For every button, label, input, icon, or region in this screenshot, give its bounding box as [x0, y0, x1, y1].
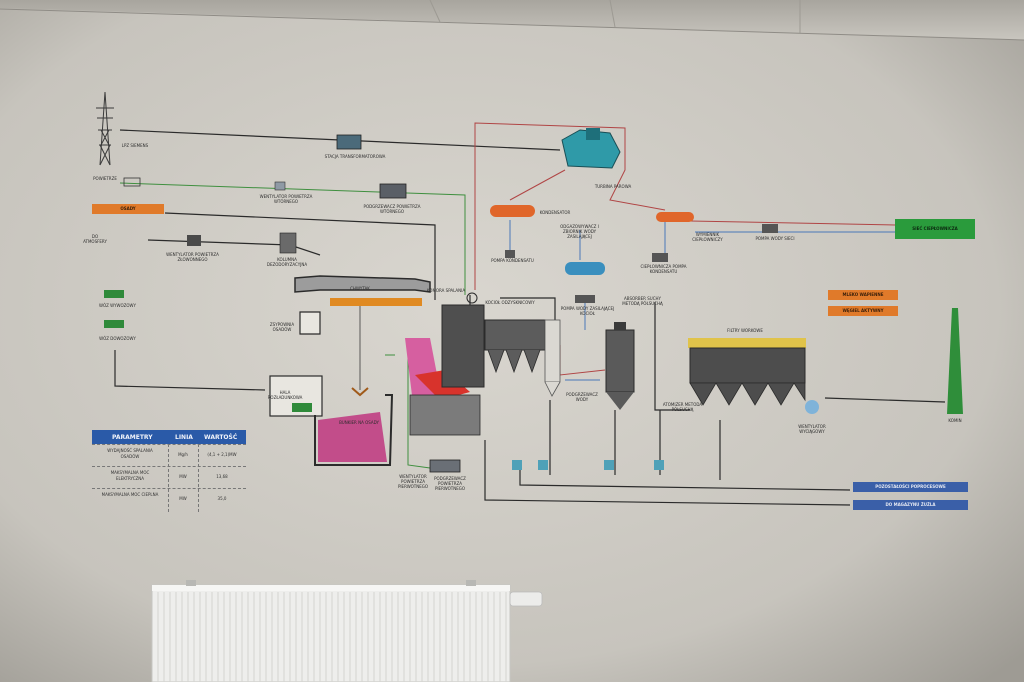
absorber-label: ABSORBER SUCHY METODĄ PÓŁSUCHĄ — [622, 296, 663, 306]
condensate-label: KONDENSATOR — [539, 210, 571, 215]
pump-icon — [762, 224, 778, 233]
absorber-icon — [605, 322, 635, 410]
ceiling-edge — [0, 8, 1024, 41]
exhaust-fan-icon — [805, 400, 819, 414]
bag-filter-icon — [688, 338, 806, 406]
param-unit: MW — [179, 496, 187, 501]
odor-fan-label: WENTYLATOR POWIETRZA ZŁOWONNEGO — [166, 252, 219, 262]
pump-icon — [652, 253, 668, 262]
atomizer-label: ATOMIZER METODA PÓŁSUCHĄ — [662, 402, 703, 412]
param-unit: MW — [179, 474, 187, 479]
heater-icon — [379, 183, 407, 199]
district-pump-label: CIEPŁOWNICZA POMPA KONDENSATU — [640, 264, 687, 274]
economizer-label: PODGRZEWACZ WODY — [566, 392, 598, 402]
param-name: MAKSYMALNA MOC ELEKTRYCZNA — [110, 470, 150, 481]
table-row: WYDAJNOŚĆ SPALANIA OSADÓW Mg/h (4,1 + 2,… — [92, 444, 246, 467]
air-intake-icon — [123, 177, 141, 187]
atmosphere-label: DO ATMOSFERY — [83, 234, 107, 244]
radiator — [151, 580, 543, 682]
green-air-lines — [119, 182, 466, 469]
feed-pump-label: POMPA WODY ZASILAJĄCEJ KOCIOŁ — [560, 306, 615, 316]
param-name: WYDAJNOŚĆ SPALANIA OSADÓW — [107, 448, 153, 459]
exhaust-fan-label: WENTYLATOR WYCIĄGOWY — [798, 424, 826, 434]
bag-filter-label: FILTRY WORKOWE — [727, 328, 763, 333]
condensate-pump-label: POMPA KONDENSATU — [491, 258, 534, 263]
ceiling-tile-joint — [429, 0, 441, 23]
transformer-icon — [336, 134, 362, 150]
ceiling-tile-joint — [609, 0, 616, 28]
furnace — [405, 292, 561, 436]
turbine-icon — [561, 128, 621, 169]
parameters-table: PARAMETRY LINIA WARTOŚĆ WYDAJNOŚĆ SPALAN… — [92, 430, 246, 512]
fan-icon — [274, 181, 286, 191]
table-row: MAKSYMALNA MOC CIEPLNA MW 35,0 — [92, 488, 246, 511]
table-row: MAKSYMALNA MOC ELEKTRYCZNA MW 13,68 — [92, 466, 246, 489]
grid-label: LPZ SIEMENS — [121, 143, 149, 148]
ash-tag: DO MAGAZYNU ŻUŻLA — [853, 500, 968, 510]
heat-network-tag: SIEĆ CIEPŁOWNICZA — [895, 219, 975, 239]
truck-icon — [104, 320, 124, 328]
bunker-hall-label: HALA ROZŁADUNKOWA — [267, 390, 303, 400]
deodor-column-icon — [279, 232, 297, 254]
chimney-label: KOMIN — [948, 418, 962, 423]
table-divider — [198, 444, 199, 512]
carbon-tag: WĘGIEL AKTYWNY — [828, 306, 898, 316]
primary-heater-icon — [429, 459, 461, 473]
fan-label: WENTYLATOR POWIETRZA WTÓRNEGO — [259, 194, 313, 204]
deodor-column-label: KOLUMNA DEZODORYZACYJNA — [266, 257, 308, 267]
condenser-icon — [490, 205, 535, 217]
param-unit: Mg/h — [178, 452, 188, 457]
param-value: (4,1 + 2,1)MW — [207, 452, 237, 457]
param-value: 13,68 — [216, 474, 228, 479]
network-pump-label: POMPA WODY SIECI — [755, 236, 795, 241]
deaerator-label: ODGAZOWYWACZ I ZBIORNIK WODY ZASILAJĄCEJ — [560, 224, 599, 239]
exchanger-icon — [656, 212, 694, 222]
primary-heater-label: PODGRZEWACZ POWIETRZA PIERWOTNEGO — [434, 476, 466, 491]
chimney-icon — [947, 308, 963, 414]
truck-label: WÓZ WYWOZOWY — [99, 303, 136, 308]
deaerator-icon — [565, 262, 605, 275]
chamber-label: KOMORA SPALANIA — [426, 288, 466, 293]
ceiling — [0, 0, 1024, 40]
crane-label: CHWYTAK — [350, 286, 370, 291]
primary-fan-label: WENTYLATOR POWIETRZA PIERWOTNEGO — [397, 474, 429, 489]
pump-icon — [505, 250, 515, 258]
parameters-header-line: LINIA — [175, 434, 193, 441]
odor-fan-icon — [187, 235, 201, 246]
exchanger-label: WYMIENNIK CIEPŁOWNICZY — [692, 232, 723, 242]
pump-icon — [575, 295, 595, 303]
parameters-header: PARAMETRY LINIA WARTOŚĆ — [92, 430, 246, 444]
parameters-header-value: WARTOŚĆ — [204, 434, 238, 441]
residues-tag: POZOSTAŁOŚCI POPROCESOWE — [853, 482, 968, 492]
param-value: 35,0 — [217, 496, 227, 501]
table-divider — [168, 444, 169, 512]
reception-building — [269, 275, 431, 466]
heater-label: PODGRZEWACZ POWIETRZA WTÓRNEGO — [363, 204, 421, 214]
parameters-header-name: PARAMETRY — [112, 434, 153, 441]
sludge-tag: OSADY — [92, 204, 164, 214]
air-intake-label: POWIETRZE — [93, 176, 117, 181]
truck-icon — [104, 290, 124, 298]
blue-water-lines — [509, 220, 895, 381]
boiler-label: KOCIOŁ ODZYSKNICOWY — [485, 300, 535, 305]
truck-label: WÓZ DOWOZOWY — [99, 336, 136, 341]
lime-tag: MLEKO WAPIENNE — [828, 290, 898, 300]
turbine-label: TURBINA PAROWA — [594, 184, 632, 189]
radiator-fins — [157, 592, 507, 682]
transformer-label: STACJA TRANSFORMATOROWA — [324, 154, 386, 159]
hopper-label: ZSYPOWNIA OSADÓW — [269, 322, 295, 332]
power-pylon-icon — [96, 91, 114, 166]
bunker-label: BUNKIER NA OSADY — [339, 420, 379, 425]
ash-containers — [512, 460, 664, 470]
param-name: MAKSYMALNA MOC CIEPLNA — [101, 492, 159, 497]
